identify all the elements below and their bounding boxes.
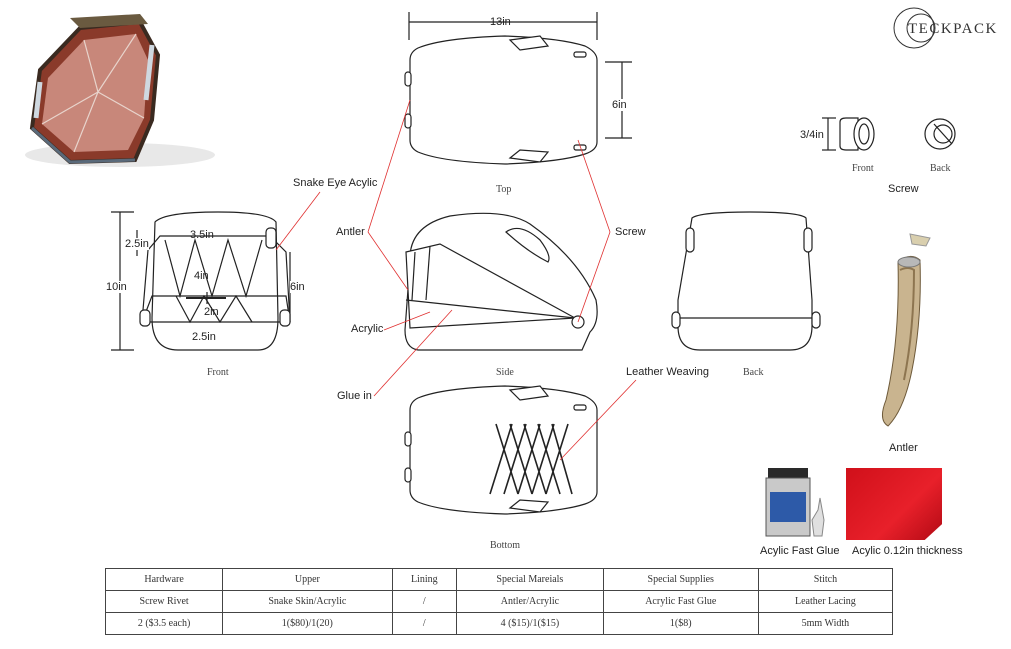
dim-front-height: 10in [106, 281, 127, 293]
dim-top-width: 13in [490, 16, 511, 28]
table-cell: Acrylic Fast Glue [602, 590, 759, 613]
top-view-drawing [404, 12, 632, 165]
table-cell: 1($8) [602, 612, 759, 635]
table-header-row: Hardware Upper Lining Special Mareials S… [104, 568, 894, 591]
table-cell: / [391, 590, 458, 613]
table-cell: Snake Skin/Acrylic [222, 590, 393, 613]
screw-drawings [822, 117, 956, 151]
brand-logo: TECKPACK [908, 21, 998, 37]
glue-bottle-photo [765, 468, 825, 537]
side-view-drawing [404, 212, 598, 351]
front-view-drawing [111, 211, 291, 351]
glue-label: Acylic Fast Glue [760, 545, 840, 557]
table-cell: 2 ($3.5 each) [104, 612, 224, 635]
table-header: Stitch [757, 568, 894, 591]
caption-front: Front [207, 367, 229, 378]
acrylic-sheet-label: Acylic 0.12in thickness [852, 545, 963, 557]
table-cell: 4 ($15)/1($15) [456, 612, 604, 635]
table-header: Upper [222, 568, 393, 591]
table-cell: / [391, 612, 458, 635]
callout-acrylic: Acrylic [351, 323, 384, 335]
dim-screw-size: 3/4in [800, 129, 824, 141]
screw-title: Screw [888, 183, 919, 195]
callout-lines [275, 99, 637, 461]
table-cell: Leather Lacing [757, 590, 894, 613]
table-header: Hardware [104, 568, 224, 591]
dim-front-upper: 2.5in [125, 238, 149, 250]
dim-front-bottom: 2.5in [192, 331, 216, 343]
table-cell: 1($80)/1(20) [222, 612, 393, 635]
acrylic-sheet-photo [846, 468, 942, 540]
dim-front-side: 6in [290, 281, 305, 293]
logo-circles [893, 7, 936, 49]
callout-screw: Screw [615, 226, 646, 238]
bag-sketch-illustration [25, 14, 215, 167]
caption-side: Side [496, 367, 514, 378]
screw-back-label: Back [930, 163, 951, 174]
table-row: 2 ($3.5 each) 1($80)/1(20) / 4 ($15)/1($… [104, 612, 894, 635]
table-header: Special Supplies [602, 568, 759, 591]
back-view-drawing [671, 211, 821, 351]
dim-front-inner: 2in [204, 306, 219, 318]
caption-top: Top [496, 184, 512, 195]
table-cell: 5mm Width [757, 612, 894, 635]
dim-front-top: 3.5in [190, 229, 214, 241]
table-header: Special Mareials [456, 568, 604, 591]
antler-label: Antler [889, 442, 918, 454]
antler-photo [882, 233, 931, 427]
table-cell: Screw Rivet [104, 590, 224, 613]
dim-front-mid: 4in [194, 270, 209, 282]
callout-glue-in: Glue in [337, 390, 372, 402]
caption-back: Back [743, 367, 764, 378]
table-row: Screw Rivet Snake Skin/Acrylic / Antler/… [104, 590, 894, 613]
dim-top-height: 6in [612, 99, 627, 111]
table-cell: Antler/Acrylic [456, 590, 604, 613]
screw-front-label: Front [852, 163, 874, 174]
spec-table: Hardware Upper Lining Special Mareials S… [104, 568, 894, 635]
caption-bottom: Bottom [490, 540, 521, 551]
callout-snake-eye: Snake Eye Acylic [293, 177, 378, 189]
callout-leather-weaving: Leather Weaving [626, 366, 709, 378]
bottom-view-drawing [404, 385, 598, 515]
callout-antler: Antler [336, 226, 365, 238]
table-header: Lining [391, 568, 458, 591]
